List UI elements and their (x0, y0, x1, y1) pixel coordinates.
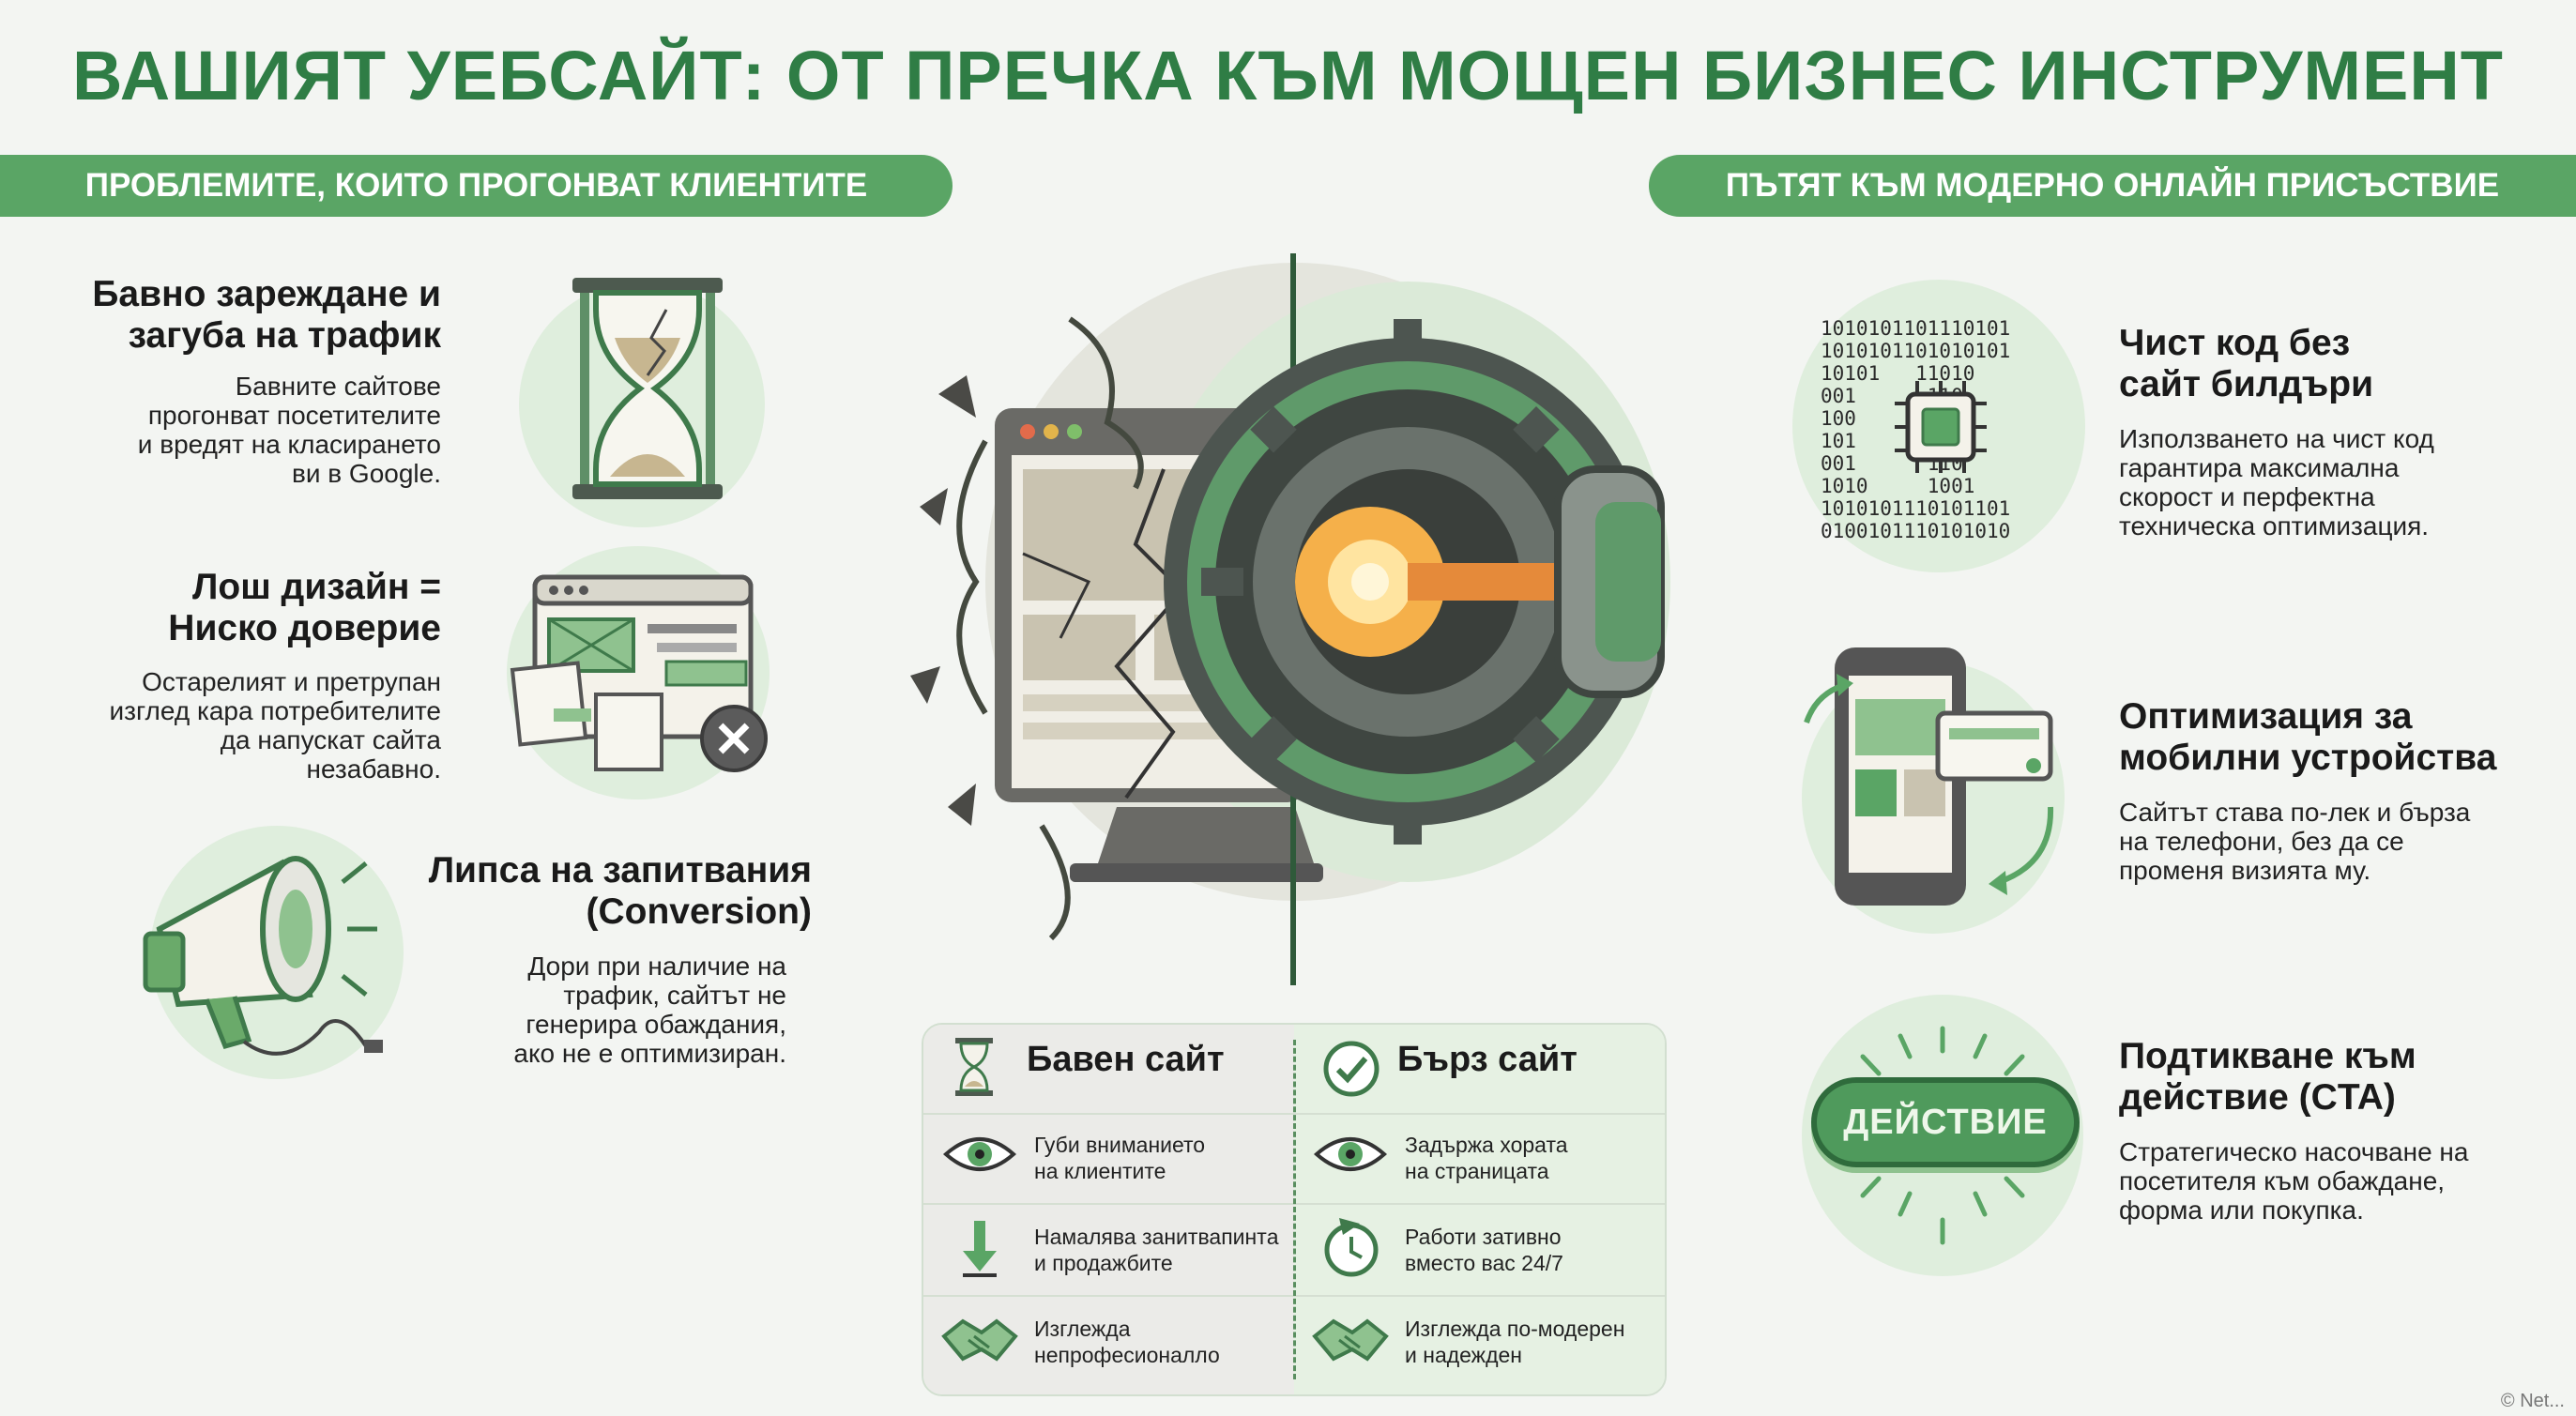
row-divider (1294, 1203, 1665, 1205)
chip-binary-icon (1895, 381, 1987, 473)
handshake-icon (941, 1318, 1018, 1362)
row-divider (923, 1295, 1294, 1297)
binary-line: 1010 1001 (1821, 475, 1975, 497)
binary-line: 1010101101110101 (1821, 317, 2011, 340)
clock-arrow-icon (1324, 1218, 1379, 1277)
solution-2-title: Оптимизация за мобилни устройства (2119, 696, 2497, 778)
page-title: ВАШИЯТ УЕБСАЙТ: ОТ ПРЕЧКА КЪМ МОЩЕН БИЗН… (71, 37, 2505, 114)
column-divider (1293, 1040, 1296, 1379)
problem-2-text: Остарелият и претрупан изглед кара потре… (109, 667, 441, 784)
broken-layout-icon (510, 574, 768, 772)
row-divider (923, 1203, 1294, 1205)
cta-button-label: ДЕЙСТВИЕ (1843, 1103, 2048, 1142)
problem-1-text: Бавните сайтове прогонват посетителите и… (137, 372, 441, 488)
handshake-icon (1312, 1318, 1389, 1362)
megaphone-icon (143, 856, 383, 1056)
slow-row-2: Намалява занитвапинтa и продажбите (1034, 1225, 1279, 1275)
solution-1-title: Чист код без сайт билдъри (2119, 323, 2374, 404)
solution-1-text: Използването на чист код гарантира макси… (2119, 424, 2434, 541)
cta-button[interactable]: ДЕЙСТВИЕ (1811, 1077, 2080, 1167)
slow-row-3: Изглежда непрофесионалло (1034, 1317, 1220, 1367)
cta-rays-icon (1860, 1026, 2025, 1245)
fast-site-title: Бърз сайт (1397, 1040, 1578, 1079)
problem-1-title: Бавно зареждане и загуба на трафик (92, 274, 441, 356)
check-circle-icon (1323, 1041, 1379, 1097)
solution-2-text: Сайтът става по-лек и бърза на телефони,… (2119, 798, 2471, 885)
slow-row-1: Губи вниманието на клиентите (1034, 1133, 1206, 1183)
fast-row-2: Работи зативно вместо вас 24/7 (1405, 1225, 1563, 1275)
broken-to-engine-illustration (910, 253, 1670, 985)
row-divider (1294, 1295, 1665, 1297)
eye-check-icon (1313, 1137, 1388, 1171)
hourglass-icon (572, 278, 723, 499)
row-divider (1294, 1113, 1665, 1115)
problem-2-title: Лош дизайн = Ниско доверие (168, 567, 441, 648)
mobile-phone-icon (1804, 647, 2054, 906)
copyright-mark: © Net... (2500, 1391, 2565, 1411)
arrow-down-icon (963, 1221, 997, 1277)
row-divider (923, 1113, 1294, 1115)
fast-row-1: Задържа хората на страницата (1405, 1133, 1568, 1183)
fast-site-column: Бърз сайт Задържа хората на страницата Р… (1294, 1025, 1665, 1394)
slow-site-title: Бавен сайт (1027, 1040, 1225, 1079)
fast-row-3: Изглежда по-модерен и надежден (1405, 1317, 1625, 1367)
problem-3-text: Дори при наличие на трафик, сайтът не ге… (513, 952, 786, 1068)
eye-icon (942, 1137, 1017, 1171)
solutions-banner: ПЪТЯТ КЪМ МОДЕРНО ОНЛАЙН ПРИСЪСТВИЕ (1649, 155, 2576, 217)
binary-line: 0100101110101010 (1821, 520, 2011, 542)
binary-line: 1010101101010101 (1821, 340, 2011, 362)
problems-banner: ПРОБЛЕМИТЕ, КОИТО ПРОГОНВАТ КЛИЕНТИТЕ (0, 155, 953, 217)
binary-line: 1010101110101101 (1821, 497, 2011, 520)
slow-site-column: Бавен сайт Губи вниманието на клиентите … (923, 1025, 1294, 1394)
solution-3-title: Подтикване към действие (CTA) (2119, 1036, 2416, 1118)
comparison-table: Бавен сайт Губи вниманието на клиентите … (922, 1023, 1667, 1396)
hourglass-small-icon (955, 1038, 993, 1096)
solution-3-text: Стратегическо насочване на посетителя къ… (2119, 1137, 2469, 1225)
problem-3-title: Липса на запитвания (Conversion) (428, 850, 812, 932)
